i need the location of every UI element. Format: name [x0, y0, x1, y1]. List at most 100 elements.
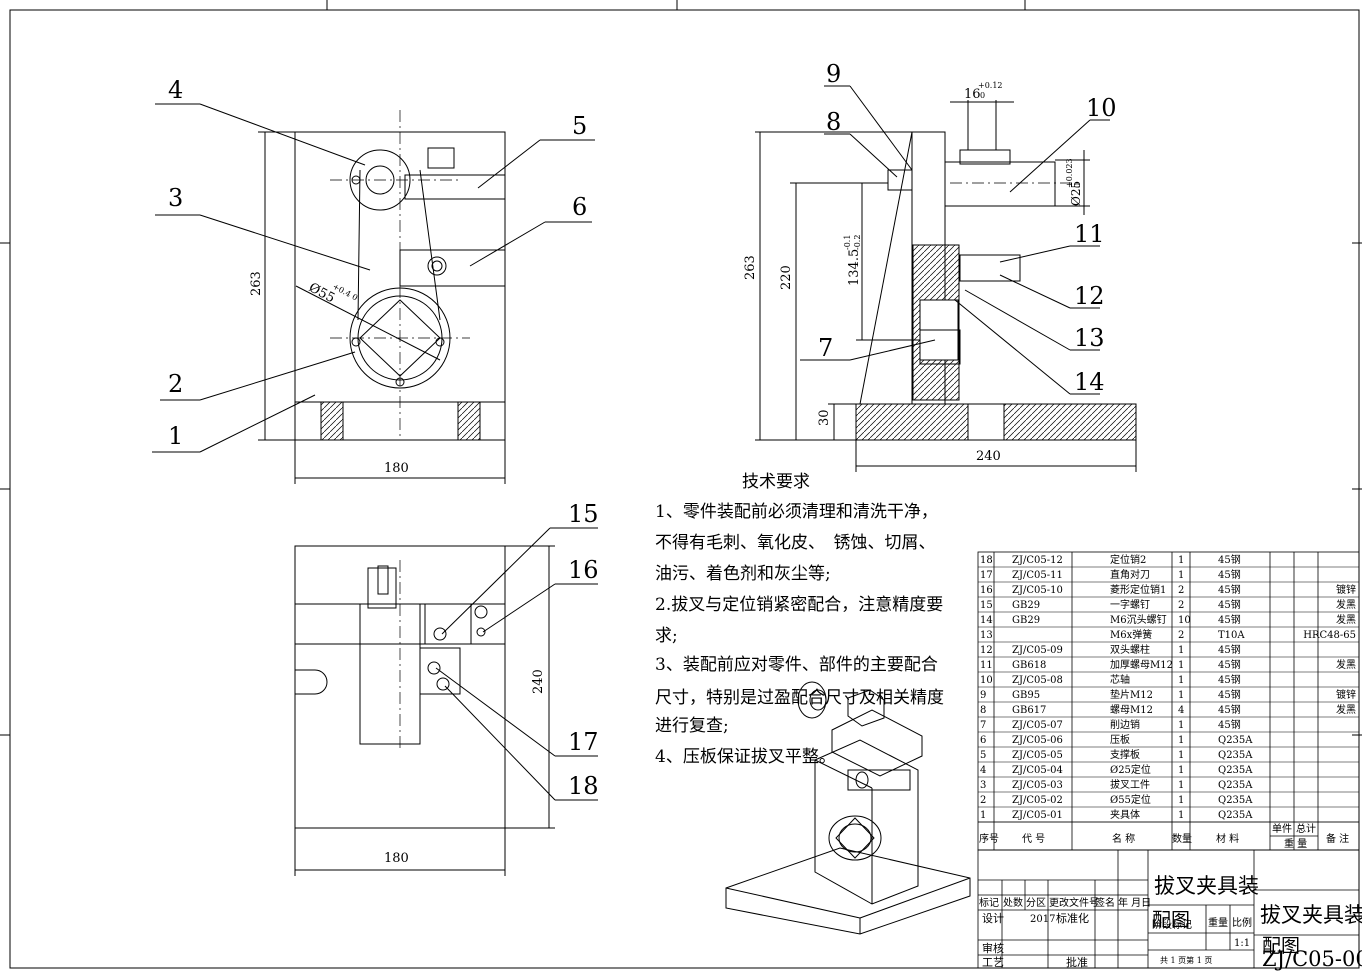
- dim-side-134: 134.5: [847, 249, 862, 286]
- bom-qty: 2: [1178, 585, 1184, 596]
- bom-no: 13: [980, 630, 993, 641]
- tech-line: 尺寸，特别是过盈配合尺寸及相关精度: [655, 688, 944, 708]
- bom-header-no: 序号: [979, 832, 999, 845]
- isometric-view: [725, 681, 971, 935]
- bom-name: 定位销2: [1110, 553, 1146, 566]
- process-label: 工艺: [982, 956, 1004, 969]
- bom-note: 发黑: [1336, 703, 1356, 716]
- bom-mat: 45钢: [1218, 658, 1241, 671]
- bom-mat: Q235A: [1218, 780, 1253, 791]
- bom-header-note: 备 注: [1326, 832, 1349, 845]
- dim-slot-tol-up: +0.12: [978, 81, 1003, 90]
- balloon-1: 1: [168, 422, 183, 450]
- bom-code: ZJ/C05-09: [1012, 645, 1063, 656]
- part-name-1: 拔叉夹具装: [1154, 874, 1259, 898]
- bom-qty: 1: [1178, 780, 1184, 791]
- balloon-6: 6: [572, 193, 587, 221]
- dim-top-180: 180: [384, 851, 409, 866]
- front-view: [152, 103, 595, 484]
- bom-name: 支撑板: [1110, 748, 1140, 761]
- bom-qty: 1: [1178, 750, 1184, 761]
- bom-name: 芯轴: [1110, 673, 1130, 686]
- balloon-4: 4: [168, 76, 183, 104]
- bom-name: 加厚螺母M12: [1110, 659, 1173, 671]
- bom-no: 15: [980, 600, 993, 611]
- bom-code: GB95: [1012, 690, 1040, 701]
- side-view: [755, 85, 1137, 472]
- bom-mat: 45钢: [1218, 553, 1241, 566]
- dim-slot: 16: [964, 87, 981, 102]
- dim-front-dia: Ø55: [306, 280, 337, 306]
- bom-mat: 45钢: [1218, 703, 1241, 716]
- bom-name: 夹具体: [1110, 808, 1140, 821]
- bom-mat: 45钢: [1218, 583, 1241, 596]
- balloon-7: 7: [818, 334, 833, 362]
- bom-name: 一字螺钉: [1110, 598, 1150, 611]
- bom-code: GB29: [1012, 600, 1040, 611]
- bom-name: Ø25定位: [1110, 763, 1151, 776]
- balloon-3: 3: [168, 184, 183, 212]
- bom-header-mat: 材 料: [1216, 832, 1239, 845]
- bom-qty: 1: [1178, 735, 1184, 746]
- tech-line: 求;: [655, 626, 678, 646]
- tech-line: 4、压板保证拔叉平整。: [655, 747, 836, 767]
- bom-no: 12: [980, 645, 993, 656]
- balloon-2: 2: [168, 370, 183, 398]
- dim-front-width: 180: [384, 461, 409, 476]
- bom-code: ZJ/C05-10: [1012, 585, 1063, 596]
- dim-d25: Ø25: [1069, 181, 1083, 206]
- bom-mat: 45钢: [1218, 613, 1241, 626]
- tech-line: 2.拔叉与定位销紧密配合，注意精度要: [655, 595, 944, 615]
- bom-note: 镀锌: [1336, 583, 1356, 596]
- balloon-17: 17: [568, 728, 599, 756]
- bom-code: ZJ/C05-07: [1012, 720, 1063, 731]
- mark-3: 分区: [1026, 897, 1046, 909]
- balloon-18: 18: [568, 772, 599, 800]
- bom-note: 发黑: [1336, 658, 1356, 671]
- tech-line: 1、零件装配前必须清理和清洗干净，: [655, 502, 938, 522]
- bom-qty: 1: [1178, 720, 1184, 731]
- bom-note: 发黑: [1336, 598, 1356, 611]
- dim-side-240: 240: [976, 449, 1001, 464]
- sheets-label: 共 1 页第 1 页: [1160, 955, 1212, 965]
- balloon-14: 14: [1074, 368, 1105, 396]
- tech-line: 3、装配前应对零件、部件的主要配合: [655, 655, 938, 675]
- balloon-10: 10: [1086, 94, 1117, 122]
- balloon-11: 11: [1074, 220, 1105, 248]
- bom-no: 5: [980, 750, 986, 761]
- bom-qty: 1: [1178, 690, 1184, 701]
- bom-name: 菱形定位销1: [1110, 583, 1166, 596]
- tech-line: 进行复查;: [655, 716, 729, 736]
- dim-front-height: 263: [249, 271, 264, 296]
- bom-no: 17: [980, 570, 993, 581]
- tech-line: 不得有毛刺、氧化皮、 锈蚀、切屑、: [655, 533, 936, 553]
- bom-note: 发黑: [1336, 613, 1356, 626]
- bom-no: 10: [980, 675, 993, 686]
- bom-mat: 45钢: [1218, 673, 1241, 686]
- bom-mat: T10A: [1218, 630, 1245, 641]
- bom-code: ZJ/C05-04: [1012, 765, 1063, 776]
- bom-code: GB618: [1012, 660, 1046, 671]
- bom-mat: 45钢: [1218, 643, 1241, 656]
- bom-qty: 1: [1178, 660, 1184, 671]
- dim-side-263: 263: [743, 255, 758, 280]
- bom-header-name: 名 称: [1112, 832, 1135, 845]
- bom-code: ZJ/C05-01: [1012, 810, 1063, 821]
- bom-no: 16: [980, 585, 993, 596]
- mark-4: 更改文件号: [1049, 896, 1099, 909]
- bom-mat: 45钢: [1218, 718, 1241, 731]
- balloon-8: 8: [826, 108, 841, 136]
- bom-code: ZJ/C05-11: [1012, 570, 1063, 581]
- bom-qty: 1: [1178, 810, 1184, 821]
- bom-qty: 1: [1178, 675, 1184, 686]
- bom-header-unit-weight: 单件: [1272, 823, 1292, 835]
- bom-no: 11: [980, 660, 993, 671]
- bom-no: 4: [980, 765, 986, 776]
- bom-mat: Q235A: [1218, 750, 1253, 761]
- bom-header-weight: 重 量: [1284, 837, 1307, 850]
- bom-mat: 45钢: [1218, 568, 1241, 581]
- bom-qty: 1: [1178, 765, 1184, 776]
- bom-mat: Q235A: [1218, 795, 1253, 806]
- part-name-2: 拔叉夹具装: [1260, 903, 1362, 927]
